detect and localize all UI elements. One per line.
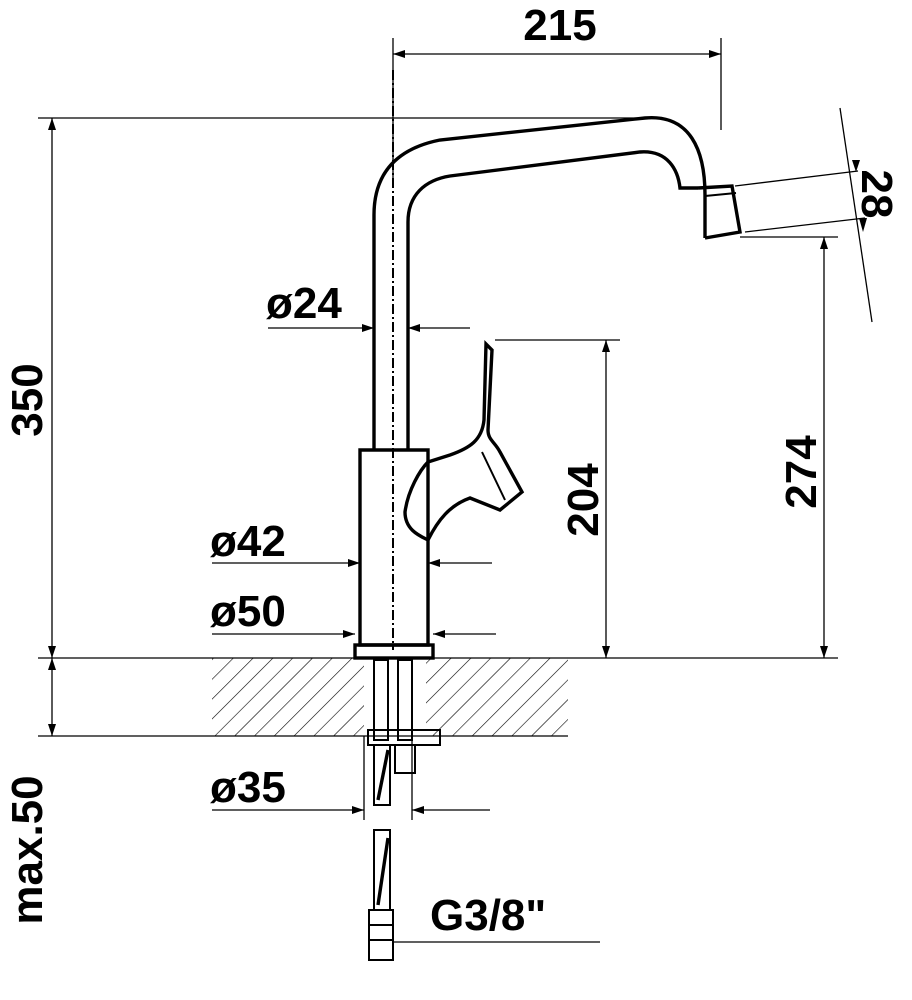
- connection-assembly: [367, 659, 441, 961]
- dimension-line: [839, 107, 873, 323]
- extension-line-lower: [744, 217, 866, 233]
- spout-diameter-label: ø24: [266, 279, 342, 328]
- threaded-stud: [373, 659, 389, 741]
- hose-thread-label: G3/8": [430, 891, 546, 940]
- outlet-height-label: 274: [777, 435, 826, 509]
- outlet-aerator-line: [704, 192, 737, 197]
- hose-thread-callout: G3/8": [393, 891, 600, 943]
- hose-fitting-g38: [368, 909, 394, 961]
- hose-upper-spiral: [376, 749, 390, 801]
- dimension-overall-width: 215: [392, 1, 722, 178]
- dimension-outlet-height: 274: [740, 236, 838, 658]
- dimension-outlet-diameter: 28: [734, 107, 901, 323]
- lever-joint-line: [481, 451, 506, 501]
- fixing-nut: [394, 744, 416, 774]
- arrow-upper: [852, 160, 860, 172]
- hose-lower-spiral: [376, 837, 390, 906]
- body-diameter-label: ø42: [210, 517, 286, 566]
- overall-width-label: 215: [523, 1, 596, 50]
- base-flange: [353, 643, 435, 660]
- dimension-lever-height: 204: [495, 339, 620, 658]
- hose-upper: [373, 744, 391, 806]
- dimension-body-diameter: ø42: [210, 517, 492, 567]
- dimension-max-deck: max.50: [3, 658, 56, 925]
- total-height-label: 350: [3, 363, 52, 436]
- dimension-spout-diameter: ø24: [266, 279, 470, 332]
- dimension-base-diameter: ø50: [210, 587, 496, 638]
- lever-handle: [403, 340, 525, 543]
- base-diameter-label: ø50: [210, 587, 286, 636]
- spout-inner-edge: [406, 150, 698, 450]
- outlet-nozzle: [697, 184, 742, 240]
- stud-right: [397, 659, 413, 741]
- lever-height-label: 204: [559, 463, 608, 537]
- faucet: [353, 70, 742, 660]
- outlet-diameter-label: 28: [852, 170, 901, 219]
- max-deck-label: max.50: [3, 775, 52, 924]
- mounting-hole-label: ø35: [210, 763, 286, 812]
- extension-line-upper: [734, 170, 859, 187]
- dimension-mounting-hole: ø35: [210, 736, 490, 820]
- spout-outer-edge: [372, 116, 707, 450]
- arrow-lower: [859, 218, 867, 232]
- clamp-plate: [367, 729, 441, 746]
- countertop-section: [38, 657, 838, 737]
- dimension-total-height: 350: [3, 117, 660, 658]
